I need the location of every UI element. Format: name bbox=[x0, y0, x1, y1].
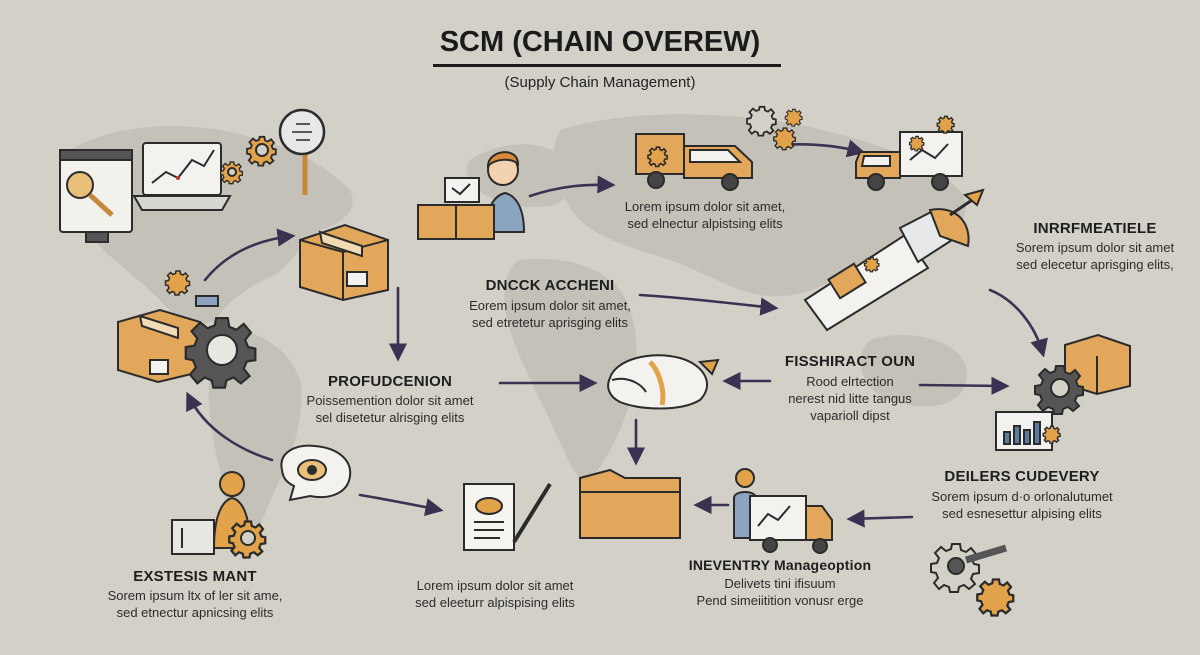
orders-line-2: sed eleeturr alpispising elits bbox=[415, 595, 575, 610]
cardboard-box-icon bbox=[299, 223, 389, 302]
inventory-line-1: Delivets tini ifisuum bbox=[724, 576, 836, 591]
inventory-truck-icon bbox=[733, 468, 833, 554]
delivery-heading: DEILERS CUDEVERY bbox=[944, 468, 1100, 485]
transport-top-line-1: Lorem ipsum dolor sit amet, bbox=[624, 199, 786, 214]
page-title: SCM (CHAIN OVEREW) bbox=[439, 26, 761, 58]
inventory-block: INEVENTRY Manageoption Delivets tini ifi… bbox=[680, 557, 880, 609]
information-block: INRRFMEATIELE Sorem ipsum dolor sit amet… bbox=[1000, 220, 1190, 273]
gear-sketch-icon bbox=[930, 543, 1015, 617]
arrow-delivery-to-inventory bbox=[846, 509, 914, 528]
arrow-distribution-to-delivery bbox=[918, 376, 1010, 395]
production-line-2: sel disetetur alrisging elits bbox=[315, 410, 465, 425]
customer-line-1: Sorem ipsum ltx of ler sit ame, bbox=[107, 588, 283, 603]
delivery-truck-icon bbox=[635, 133, 753, 191]
distribution-block: FISSHIRACT OUN Rood elrtection nerest ni… bbox=[770, 353, 930, 424]
office-worker-icon bbox=[417, 151, 526, 240]
title-underline bbox=[433, 64, 781, 67]
information-heading: INRRFMEATIELE bbox=[1033, 220, 1157, 237]
production-box-gear-icon bbox=[117, 270, 257, 389]
arrow-worker-to-truck bbox=[528, 175, 616, 198]
information-line-2: sed elecetur aprisging elits, bbox=[1016, 257, 1174, 272]
arrow-customer-to-gear bbox=[186, 391, 274, 462]
stock-line-1: Eorem ipsum dolor sit amet, bbox=[469, 298, 631, 313]
folder-icon bbox=[579, 468, 681, 539]
stock-line-2: sed etretetur aprisging elits bbox=[471, 315, 629, 330]
arrow-monitor-to-box bbox=[203, 228, 296, 282]
customer-worker-icon bbox=[171, 471, 267, 559]
distribution-line-2: nerest nid litte tangus bbox=[788, 391, 912, 406]
arrow-bubble-to-document bbox=[358, 493, 444, 517]
production-heading: PROFUDCENION bbox=[327, 373, 453, 390]
information-line-1: Sorem ipsum dolor sit amet bbox=[1015, 240, 1175, 255]
customer-block: EXSTESIS MANT Sorem ipsum ltx of ler sit… bbox=[80, 568, 310, 621]
orders-line-1: Lorem ipsum dolor sit amet bbox=[416, 578, 574, 593]
arrow-analytics-to-warehouse bbox=[988, 288, 1048, 358]
inventory-line-2: Pend simeiitition vonusr erge bbox=[696, 593, 864, 608]
page-subtitle: (Supply Chain Management) bbox=[504, 74, 696, 91]
cargo-truck-icon bbox=[855, 115, 963, 191]
laptop-chart-icon bbox=[132, 142, 232, 211]
production-line-1: Poissemention dolor sit amet bbox=[306, 393, 474, 408]
delivery-block: DEILERS CUDEVERY Sorem ipsum d·o orlonal… bbox=[912, 468, 1132, 522]
distribution-line-1: Rood elrtection bbox=[806, 374, 894, 389]
inventory-heading: INEVENTRY Manageoption bbox=[688, 557, 872, 573]
customer-heading: EXSTESIS MANT bbox=[133, 568, 257, 585]
magnifier-icon bbox=[278, 108, 326, 195]
transport-top-text: Lorem ipsum dolor sit amet, sed elnectur… bbox=[585, 198, 825, 232]
stock-block: DNCCK ACCHENI Eorem ipsum dolor sit amet… bbox=[440, 277, 660, 331]
warehouse-gear-icon bbox=[995, 333, 1131, 451]
delivery-line-1: Sorem ipsum d·o orlonalutumet bbox=[931, 489, 1113, 504]
production-block: PROFUDCENION Poissemention dolor sit ame… bbox=[280, 373, 500, 426]
stock-heading: DNCCK ACCHENI bbox=[485, 277, 615, 294]
flow-arrows bbox=[186, 139, 1048, 528]
document-pen-icon bbox=[463, 482, 552, 551]
central-hub-icon bbox=[607, 354, 720, 410]
transport-top-line-2: sed elnectur alpistsing elits bbox=[627, 216, 783, 231]
distribution-line-3: vaparioll dipst bbox=[810, 408, 890, 423]
orders-text: Lorem ipsum dolor sit amet sed eleeturr … bbox=[380, 577, 610, 611]
gears-small-icon bbox=[220, 135, 277, 185]
customer-line-2: sed etnectur apnicsing elits bbox=[116, 605, 274, 620]
delivery-line-2: sed esnesettur alpising elits bbox=[942, 506, 1102, 521]
distribution-heading: FISSHIRACT OUN bbox=[784, 353, 916, 370]
arrow-stock-to-analytics bbox=[638, 293, 779, 316]
analytics-tablet-icon bbox=[803, 188, 985, 332]
feedback-bubble-icon bbox=[280, 444, 352, 502]
computer-magnifier-icon bbox=[59, 149, 133, 243]
